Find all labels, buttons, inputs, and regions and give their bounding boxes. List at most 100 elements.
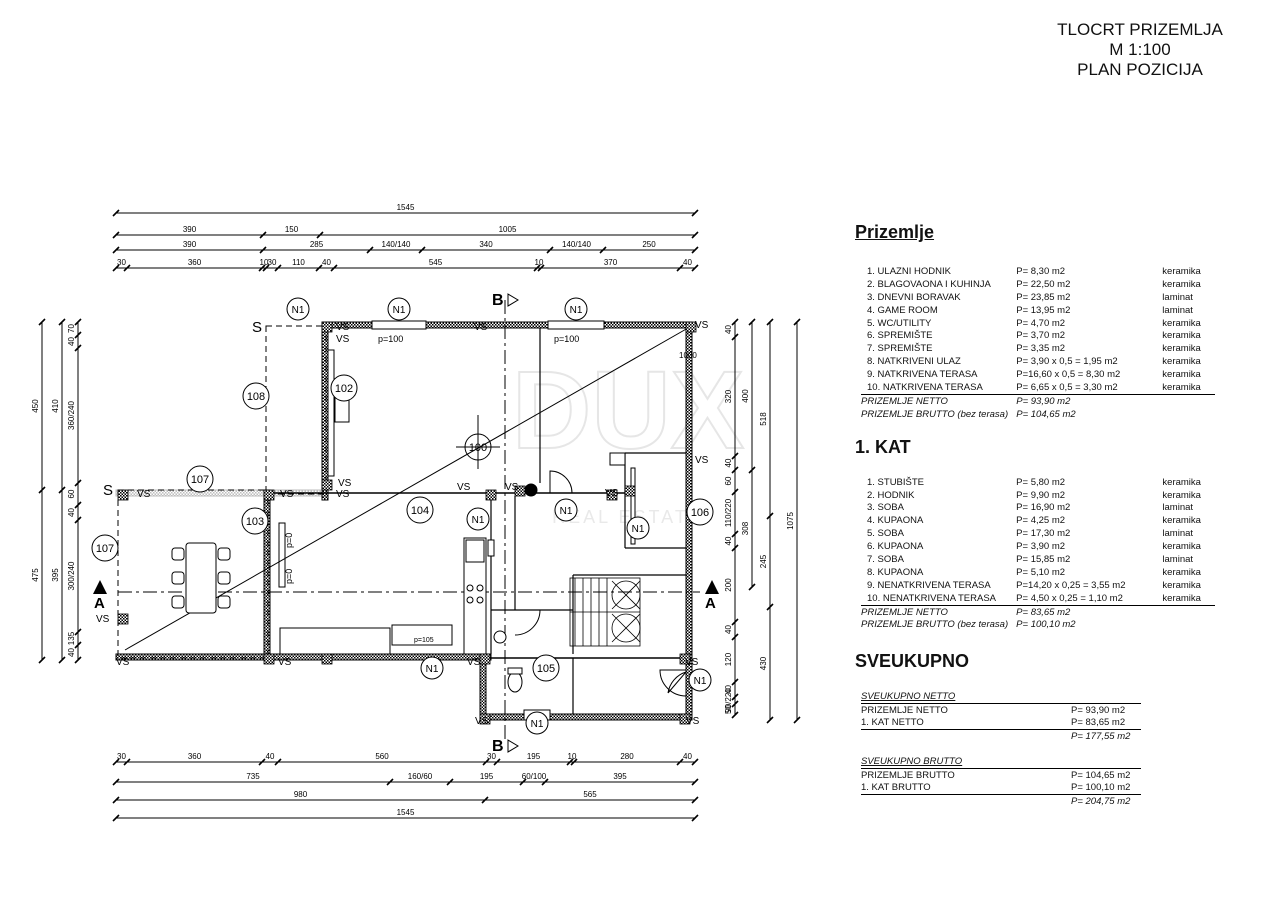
column-square — [679, 653, 691, 665]
column-square — [485, 489, 497, 501]
brutto-value: P= 104,65 m2 — [1016, 408, 1076, 420]
dimension-value: 395 — [51, 568, 60, 582]
dimension-value: 280 — [620, 752, 634, 761]
room-floor-material: keramika — [1162, 579, 1201, 591]
dimension-value: 430 — [759, 656, 768, 670]
room-number: 103 — [246, 516, 264, 528]
dim-top-total: 1545 — [112, 203, 699, 217]
dim-bottom-total: 1545 — [112, 808, 699, 822]
room-name: 5. WC/UTILITY — [867, 317, 932, 329]
window-tag-n1: N1 — [466, 507, 490, 531]
room-name: 5. SOBA — [867, 528, 904, 540]
doors — [514, 470, 688, 697]
dimension-value: 30 — [487, 752, 496, 761]
brutto-label: PRIZEMLJE BRUTTO (bez terasa) — [861, 408, 1009, 420]
window-sill-3: p=0 — [284, 533, 294, 548]
watermark: DUX REAL ESTATE — [511, 348, 745, 527]
dimension-value: 40 — [67, 337, 76, 346]
dimension-value: 400 — [741, 389, 750, 403]
room-name: 9. NATKRIVENA TERASA — [867, 369, 978, 381]
room-name: 3. SOBA — [867, 502, 904, 514]
room-number: 106 — [691, 507, 709, 519]
dimension-value: 40 — [727, 0, 736, 2]
room-tag-105: 105 — [532, 654, 560, 682]
room-area: P= 23,85 m2 — [1016, 291, 1071, 303]
window-sill-1: p=100 — [378, 334, 403, 344]
dimension-value: 150 — [285, 225, 299, 234]
room-floor-material: laminat — [1162, 291, 1193, 303]
dimension-value: 40 — [724, 458, 733, 467]
sve-netto-row-label: 1. KAT NETTO — [861, 716, 1071, 731]
column-square — [479, 713, 491, 725]
room-tag-103: 103 — [241, 507, 269, 535]
dimension-value: 545 — [429, 258, 443, 267]
sve-brutto-head-label: SVEUKUPNO BRUTTO — [861, 755, 1071, 769]
dimension-value: 1005 — [499, 225, 517, 234]
dimension-value: 50 — [724, 705, 733, 714]
room-name: 10. NENATKRIVENA TERASA — [861, 591, 1017, 606]
room-floor-material: keramika — [1162, 330, 1201, 342]
room-name: 7. SOBA — [867, 553, 904, 565]
vs-label: VS — [695, 455, 709, 466]
room-number: 108 — [247, 391, 265, 403]
drawing-scale: M 1:100 — [1109, 40, 1171, 59]
sve-netto-sum: P= 177,55 m2 — [861, 730, 1141, 743]
vs-label: VS — [457, 482, 471, 493]
dimension-value: 410 — [51, 399, 60, 413]
room-tag-107: 107 — [91, 534, 119, 562]
room-floor-material: laminat — [1162, 502, 1194, 514]
dimension-value: 450 — [31, 399, 40, 413]
sve-netto-head: SVEUKUPNO NETTO — [861, 690, 1141, 704]
room-area: P= 5,80 m2 — [1016, 476, 1066, 488]
column-square — [117, 489, 129, 501]
room-number: 100 — [469, 442, 487, 454]
furniture — [171, 381, 626, 693]
vs-label: VS — [116, 657, 130, 668]
watermark-brand: DUX — [512, 349, 744, 472]
window-tag-n1: N1 — [387, 297, 411, 321]
room-area: P= 5,10 m2 — [1016, 566, 1066, 578]
room-floor-material: keramika — [1162, 381, 1215, 395]
netto-value: P= 83,65 m2 — [1016, 606, 1071, 618]
sve-brutto-row-value: P= 100,10 m2 — [1071, 781, 1141, 796]
sve-netto-head-label: SVEUKUPNO NETTO — [861, 690, 1071, 704]
column-square — [606, 489, 618, 501]
vs-label: VS — [695, 320, 709, 331]
dimension-value: 370 — [604, 258, 618, 267]
sveukupno-heading: SVEUKUPNO — [855, 651, 970, 672]
sve-netto-sum-value: P= 177,55 m2 — [1071, 730, 1131, 742]
dimension-value: 30 — [117, 258, 126, 267]
dimension-value: 308 — [741, 521, 750, 535]
room-tag-108: 108 — [242, 382, 270, 410]
brutto-row: PRIZEMLJE BRUTTO (bez terasa)P= 100,10 m… — [861, 618, 1215, 631]
room-floor-material: laminat — [1162, 304, 1193, 316]
room-floor-material: keramika — [1162, 591, 1215, 606]
sve-brutto-row-label: 1. KAT BRUTTO — [861, 781, 1071, 796]
dimension-value: 120 — [724, 652, 733, 666]
spacer — [861, 743, 1141, 756]
dimension-value: 110/220 — [724, 498, 733, 527]
dimension-value: 195 — [480, 772, 494, 781]
dimension-value: 340 — [479, 240, 493, 249]
room-name: 10. NATKRIVENA TERASA — [861, 381, 1017, 395]
column-square — [321, 653, 333, 665]
room-name: 8. NATKRIVENI ULAZ — [867, 356, 961, 368]
dimension-value: 250 — [642, 240, 656, 249]
room-floor-material: keramika — [1162, 343, 1201, 355]
brutto-row: PRIZEMLJE BRUTTO (bez terasa) P= 104,65 m… — [861, 408, 1215, 421]
drawing-title: TLOCRT PRIZEMLJA — [1057, 20, 1223, 39]
room-area: P= 17,30 m2 — [1016, 528, 1071, 540]
room-floor-material: keramika — [1162, 515, 1201, 527]
window-tag-label: N1 — [393, 305, 406, 316]
dimension-value: 1545 — [397, 808, 415, 817]
